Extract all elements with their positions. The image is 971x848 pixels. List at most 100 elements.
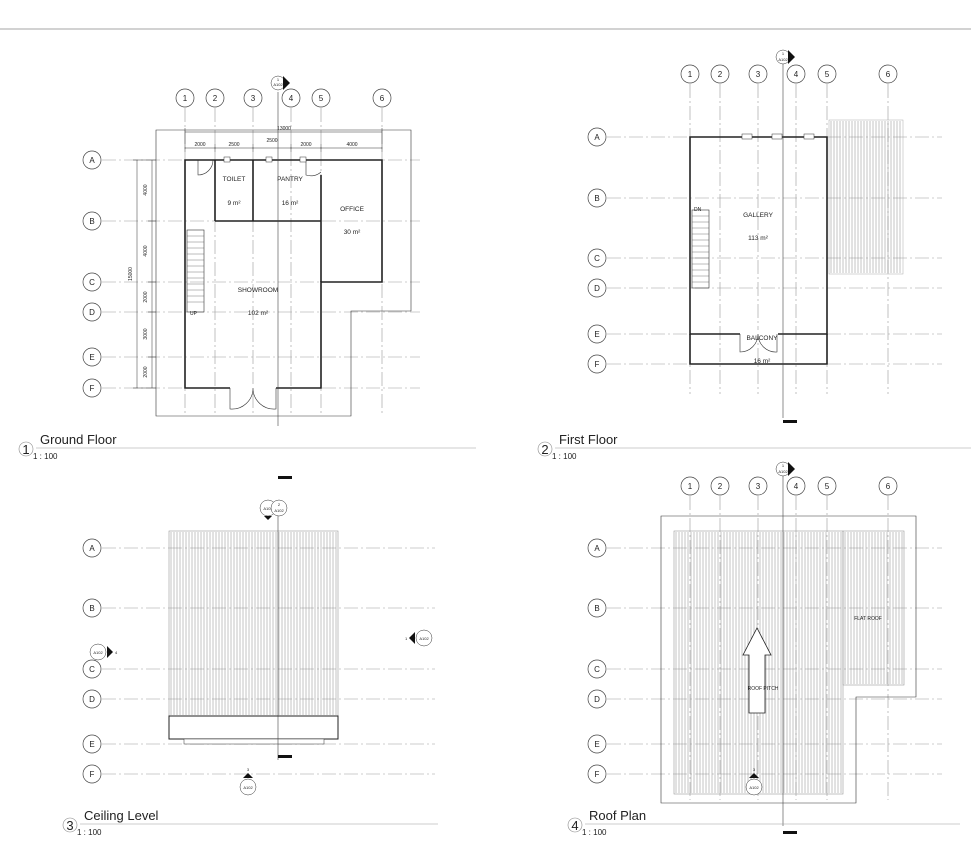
- view-roof-plan[interactable]: 1 2 3 4 5 6 A B C D E F ROOF PITCH FLAT …: [567, 461, 960, 837]
- svg-text:1: 1: [688, 482, 693, 491]
- svg-text:A102: A102: [93, 650, 103, 655]
- svg-text:4: 4: [794, 70, 799, 79]
- section-marker-roof-bottom[interactable]: 3 A102: [745, 767, 763, 796]
- ground-floor-walls: [184, 156, 383, 410]
- svg-text:D: D: [594, 284, 600, 293]
- svg-text:B: B: [594, 604, 599, 613]
- svg-text:6: 6: [886, 482, 891, 491]
- ground-floor-grid-bubbles: 1 2 3 4 5 6 A B C D E F: [82, 88, 392, 398]
- svg-text:3: 3: [756, 70, 761, 79]
- svg-text:5: 5: [825, 482, 830, 491]
- svg-text:5: 5: [825, 70, 830, 79]
- site-boundary: [155, 129, 412, 417]
- roof-grid-bubbles: 1 2 3 4 5 6 A B C D E F: [587, 476, 898, 784]
- view-scale-4: 1 : 100: [582, 828, 607, 837]
- row-dim-3: 2000: [143, 291, 149, 302]
- svg-text:D: D: [89, 695, 95, 704]
- section-cut-mark: [278, 476, 292, 479]
- col-dim-4: 2000: [300, 142, 311, 148]
- roof-pitch-label: ROOF PITCH: [748, 686, 779, 692]
- view-ground-floor[interactable]: 1 2 3 4 5 6 A B C D E F 13000: [18, 75, 476, 479]
- roof-pitch-arrow: [742, 627, 772, 714]
- svg-text:6: 6: [886, 70, 891, 79]
- svg-text:C: C: [89, 665, 95, 674]
- grid-label-3: 3: [251, 94, 256, 103]
- view-scale-2: 1 : 100: [552, 452, 577, 461]
- overall-width-dim: 13000: [277, 126, 291, 132]
- svg-text:1: 1: [782, 51, 785, 56]
- grid-label-A: A: [89, 156, 95, 165]
- grid-label-C: C: [89, 278, 95, 287]
- ground-floor-grid: [102, 108, 420, 416]
- ceiling-grid-bubbles: A B C D E F: [82, 538, 102, 784]
- grid-label-F: F: [90, 384, 95, 393]
- room-balcony-area: 16 m²: [754, 358, 771, 365]
- room-pantry-name: PANTRY: [277, 176, 303, 183]
- view-number-1: 1: [22, 442, 29, 457]
- svg-text:A102: A102: [778, 469, 788, 474]
- svg-text:4: 4: [794, 482, 799, 491]
- room-showroom-name: SHOWROOM: [238, 287, 278, 294]
- section-marker-ceiling-top[interactable]: A102 2 A102: [259, 499, 288, 520]
- room-pantry-area: 16 m²: [282, 200, 299, 207]
- grid-label-6: 6: [380, 94, 385, 103]
- row-dim-5: 2000: [143, 366, 149, 377]
- svg-text:F: F: [595, 770, 600, 779]
- view-title-text-2: First Floor: [559, 432, 618, 447]
- section-marker-ceiling-left[interactable]: A102 4: [89, 643, 118, 661]
- svg-text:F: F: [90, 770, 95, 779]
- svg-text:C: C: [594, 254, 600, 263]
- col-dim-1: 2000: [194, 142, 205, 148]
- svg-text:A102: A102: [274, 508, 284, 513]
- first-floor-lower-roof: [828, 119, 904, 275]
- svg-text:C: C: [594, 665, 600, 674]
- first-floor-grid: [607, 84, 942, 394]
- svg-text:1: 1: [688, 70, 693, 79]
- overall-depth-dim: 15000: [128, 267, 134, 281]
- room-gallery-name: GALLERY: [743, 212, 774, 219]
- view-scale-1: 1 : 100: [33, 452, 58, 461]
- svg-text:B: B: [594, 194, 599, 203]
- svg-text:2: 2: [278, 502, 281, 507]
- svg-text:B: B: [89, 604, 94, 613]
- ground-floor-dimensions: [133, 128, 383, 389]
- row-dim-2: 4000: [143, 245, 149, 256]
- svg-text:A102: A102: [243, 785, 253, 790]
- view-ceiling-level[interactable]: A B C D E F A102 2 A102 A102 4: [62, 499, 438, 837]
- svg-text:A: A: [594, 544, 600, 553]
- view-title-3: 3 Ceiling Level 1 : 100: [62, 808, 438, 837]
- svg-text:D: D: [594, 695, 600, 704]
- room-toilet-area: 9 m²: [228, 200, 242, 207]
- svg-text:E: E: [594, 740, 599, 749]
- svg-text:A102: A102: [419, 636, 429, 641]
- view-title-1: 1 Ground Floor 1 : 100: [18, 432, 476, 461]
- section-sheet-top: A102: [273, 82, 283, 87]
- section-num-top: 1: [277, 77, 280, 82]
- section-marker-roof-top[interactable]: 1 A102: [775, 461, 795, 477]
- view-title-text-4: Roof Plan: [589, 808, 646, 823]
- col-dim-5: 4000: [346, 142, 357, 148]
- section-marker-top[interactable]: 1 A102: [270, 75, 290, 91]
- room-office-area: 30 m²: [344, 229, 361, 236]
- svg-text:3: 3: [247, 767, 250, 772]
- ceiling-panel: [168, 530, 339, 745]
- grid-label-E: E: [89, 353, 94, 362]
- section-marker-ceiling-bottom[interactable]: 3 A102: [239, 767, 257, 796]
- svg-text:2: 2: [718, 70, 723, 79]
- grid-label-B: B: [89, 217, 94, 226]
- section-marker-ceiling-right[interactable]: A102 1: [405, 629, 433, 647]
- svg-text:A102: A102: [263, 506, 273, 511]
- svg-text:3: 3: [753, 767, 756, 772]
- stair-up-label: UP: [190, 311, 198, 317]
- view-title-4: 4 Roof Plan 1 : 100: [567, 808, 960, 837]
- svg-text:A: A: [594, 133, 600, 142]
- svg-text:2: 2: [718, 482, 723, 491]
- view-first-floor[interactable]: 1 2 3 4 5 6 A B C D E F: [537, 49, 971, 461]
- svg-text:1: 1: [405, 636, 408, 641]
- roof-grid: [607, 496, 942, 800]
- grid-label-4: 4: [289, 94, 294, 103]
- view-title-2: 2 First Floor 1 : 100: [537, 432, 971, 461]
- svg-text:F: F: [595, 360, 600, 369]
- section-marker-first-floor[interactable]: 1 A102: [775, 49, 795, 65]
